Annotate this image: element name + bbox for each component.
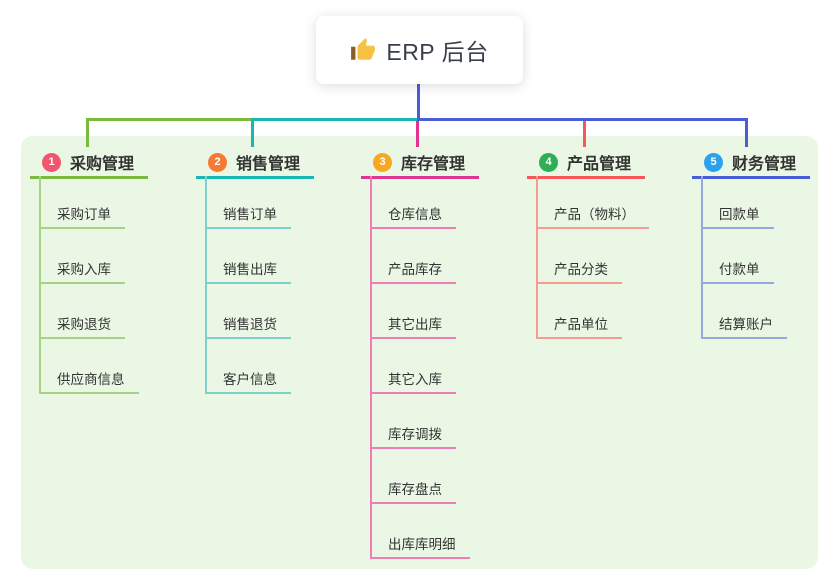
child-node[interactable]: 采购入库 — [39, 258, 125, 284]
child-node[interactable]: 仓库信息 — [370, 203, 456, 229]
child-node[interactable]: 产品（物料） — [536, 203, 649, 229]
branch-number-badge: 3 — [373, 152, 392, 172]
connector-drop-inventory — [416, 121, 419, 147]
thumbs-up-icon — [350, 37, 376, 63]
background-panel — [21, 136, 818, 569]
child-node[interactable]: 其它入库 — [370, 368, 456, 394]
root-node[interactable]: ERP 后台 — [316, 16, 523, 84]
child-node[interactable]: 产品库存 — [370, 258, 456, 284]
connector-drop-purchase — [86, 118, 89, 147]
child-node[interactable]: 回款单 — [701, 203, 774, 229]
branch-spine — [536, 176, 538, 339]
child-node[interactable]: 销售订单 — [205, 203, 291, 229]
connector-bus-finance — [417, 118, 748, 121]
connector-drop-finance — [745, 118, 748, 147]
branch-inventory: 3 库存管理 仓库信息 产品库存 其它出库 其它入库 库存调拨 库存盘点 出库库… — [361, 136, 527, 559]
branch-spine — [370, 176, 372, 559]
branch-title: 采购管理 — [70, 156, 135, 173]
child-node[interactable]: 库存调拨 — [370, 423, 456, 449]
branch-header-purchase[interactable]: 1 采购管理 — [30, 148, 148, 179]
branch-purchase: 1 采购管理 采购订单 采购入库 采购退货 供应商信息 — [30, 136, 196, 394]
child-node[interactable]: 库存盘点 — [370, 478, 456, 504]
branch-number-badge: 2 — [208, 152, 227, 172]
connector-bus-purchase — [86, 118, 253, 121]
connector-drop-sales — [251, 118, 254, 147]
branch-title: 产品管理 — [567, 156, 632, 173]
branch-number-badge: 5 — [704, 152, 723, 172]
branch-title: 财务管理 — [732, 156, 797, 173]
branch-title: 库存管理 — [401, 156, 466, 173]
child-node[interactable]: 采购订单 — [39, 203, 125, 229]
root-title: ERP 后台 — [386, 39, 489, 65]
branch-header-inventory[interactable]: 3 库存管理 — [361, 148, 479, 179]
branch-product: 4 产品管理 产品（物料） 产品分类 产品单位 — [527, 136, 693, 339]
child-node[interactable]: 供应商信息 — [39, 368, 139, 394]
branch-sales: 2 销售管理 销售订单 销售出库 销售退货 客户信息 — [196, 136, 362, 394]
branch-number-badge: 1 — [42, 152, 61, 172]
child-node[interactable]: 客户信息 — [205, 368, 291, 394]
child-node[interactable]: 付款单 — [701, 258, 774, 284]
branch-spine — [701, 176, 703, 339]
child-node[interactable]: 采购退货 — [39, 313, 125, 339]
child-node[interactable]: 出库库明细 — [370, 533, 470, 559]
child-node[interactable]: 产品分类 — [536, 258, 622, 284]
branch-header-product[interactable]: 4 产品管理 — [527, 148, 645, 179]
branch-spine — [39, 176, 41, 394]
branch-spine — [205, 176, 207, 394]
connector-drop-product — [583, 121, 586, 147]
connector-root-stem — [417, 84, 420, 121]
branch-header-finance[interactable]: 5 财务管理 — [692, 148, 810, 179]
child-node[interactable]: 销售出库 — [205, 258, 291, 284]
branch-title: 销售管理 — [236, 156, 301, 173]
child-node[interactable]: 其它出库 — [370, 313, 456, 339]
connector-bus-sales — [252, 118, 418, 121]
child-node[interactable]: 结算账户 — [701, 313, 787, 339]
branch-finance: 5 财务管理 回款单 付款单 结算账户 — [692, 136, 839, 339]
child-node[interactable]: 销售退货 — [205, 313, 291, 339]
branch-number-badge: 4 — [539, 152, 558, 172]
child-node[interactable]: 产品单位 — [536, 313, 622, 339]
branch-header-sales[interactable]: 2 销售管理 — [196, 148, 314, 179]
